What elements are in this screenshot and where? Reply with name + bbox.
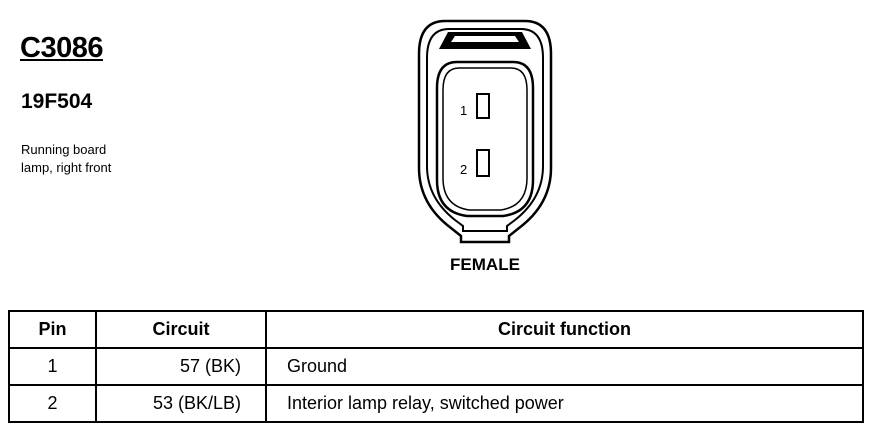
cell-function: Ground [265, 347, 864, 386]
description-line: lamp, right front [21, 160, 112, 175]
connector-face-diagram: 1 2 [417, 19, 553, 244]
terminal-label-1: 1 [460, 103, 467, 118]
cell-circuit: 53 (BK/LB) [95, 384, 267, 423]
connector-description: Running board lamp, right front [21, 141, 111, 177]
locking-tab-highlight [451, 36, 519, 42]
cell-pin: 1 [8, 347, 97, 386]
header-circuit-function: Circuit function [265, 310, 864, 349]
terminal-2 [476, 149, 490, 177]
table-header-row: Pin Circuit Circuit function [8, 310, 864, 349]
connector-gender-label: FEMALE [450, 255, 520, 274]
terminal-label-2: 2 [460, 162, 467, 177]
part-number: 19F504 [21, 90, 93, 113]
cell-circuit: 57 (BK) [95, 347, 267, 386]
connector-housing-inner [426, 28, 544, 232]
cell-function: Interior lamp relay, switched power [265, 384, 864, 423]
header-pin: Pin [8, 310, 97, 349]
description-line: Running board [21, 142, 107, 157]
table-row: 1 57 (BK) Ground [8, 347, 864, 386]
terminal-cavity [435, 60, 535, 218]
connector-housing-outer [417, 19, 553, 244]
header-circuit: Circuit [95, 310, 267, 349]
pin-table: Pin Circuit Circuit function 1 57 (BK) G… [8, 310, 864, 423]
terminal-cavity-inner [442, 67, 528, 211]
terminal-1 [476, 93, 490, 119]
connector-id: C3086 [20, 32, 103, 64]
table-row: 2 53 (BK/LB) Interior lamp relay, switch… [8, 384, 864, 423]
cell-pin: 2 [8, 384, 97, 423]
